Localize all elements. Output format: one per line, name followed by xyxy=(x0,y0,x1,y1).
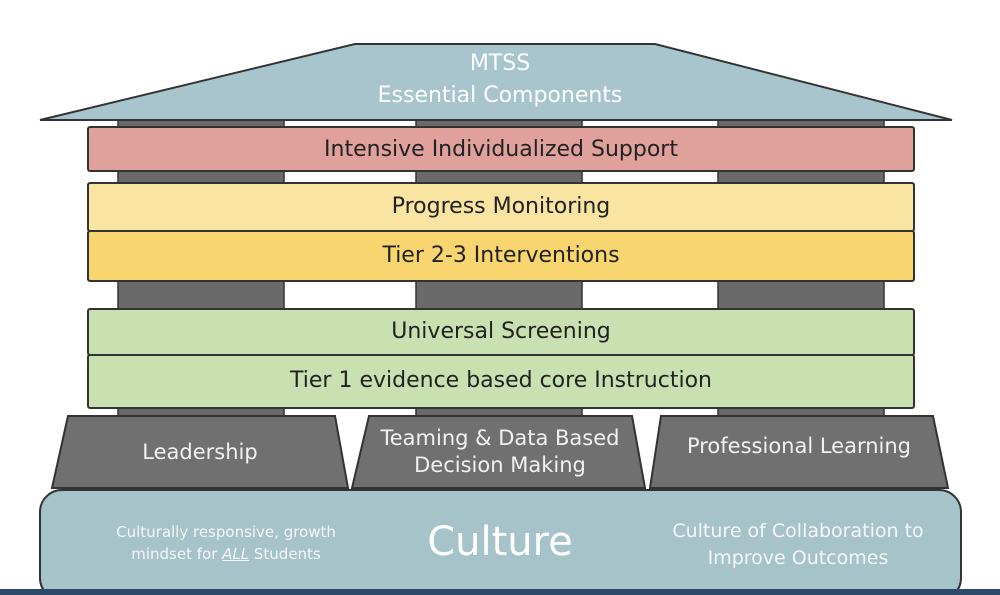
label-teaming: Teaming & Data Based Decision Making xyxy=(380,426,620,477)
label-professional-learning: Professional Learning xyxy=(686,434,912,458)
pillar-teaming xyxy=(350,415,647,489)
label-tier1-instruction: Tier 1 evidence based core Instruction xyxy=(290,368,712,393)
label-intensive-support: Intensive Individualized Support xyxy=(324,137,678,162)
label-leadership: Leadership xyxy=(142,440,258,464)
culturally-responsive-line2: mindset for ALL Students xyxy=(86,543,366,565)
roof-title-line2: Essential Components xyxy=(377,83,623,108)
roof-title: MTSS Essential Components xyxy=(250,48,750,112)
label-tier23-interventions: Tier 2-3 Interventions xyxy=(382,243,620,268)
label-culturally-responsive: Culturally responsive, growth mindset fo… xyxy=(86,521,366,565)
label-progress-monitoring: Progress Monitoring xyxy=(391,194,611,219)
culturally-responsive-line1: Culturally responsive, growth xyxy=(116,523,336,541)
pillar-leadership xyxy=(50,415,350,489)
band-tier1-instruction xyxy=(87,354,915,409)
label-culture: Culture xyxy=(427,519,573,565)
label-universal-screening: Universal Screening xyxy=(391,319,611,344)
pillar-professional-learning xyxy=(648,415,950,489)
band-tier23-interventions xyxy=(87,230,915,282)
band-intensive-support xyxy=(87,126,915,172)
line2-suffix: Students xyxy=(249,545,321,563)
bottom-stripe xyxy=(0,589,1000,595)
line2-prefix: mindset for xyxy=(131,545,223,563)
foundation-culture xyxy=(39,489,962,595)
roof xyxy=(39,43,953,121)
line2-emphasis: ALL xyxy=(222,545,250,563)
roof-title-line1: MTSS xyxy=(469,51,531,76)
label-collaboration: Culture of Collaboration to Improve Outc… xyxy=(672,520,924,569)
